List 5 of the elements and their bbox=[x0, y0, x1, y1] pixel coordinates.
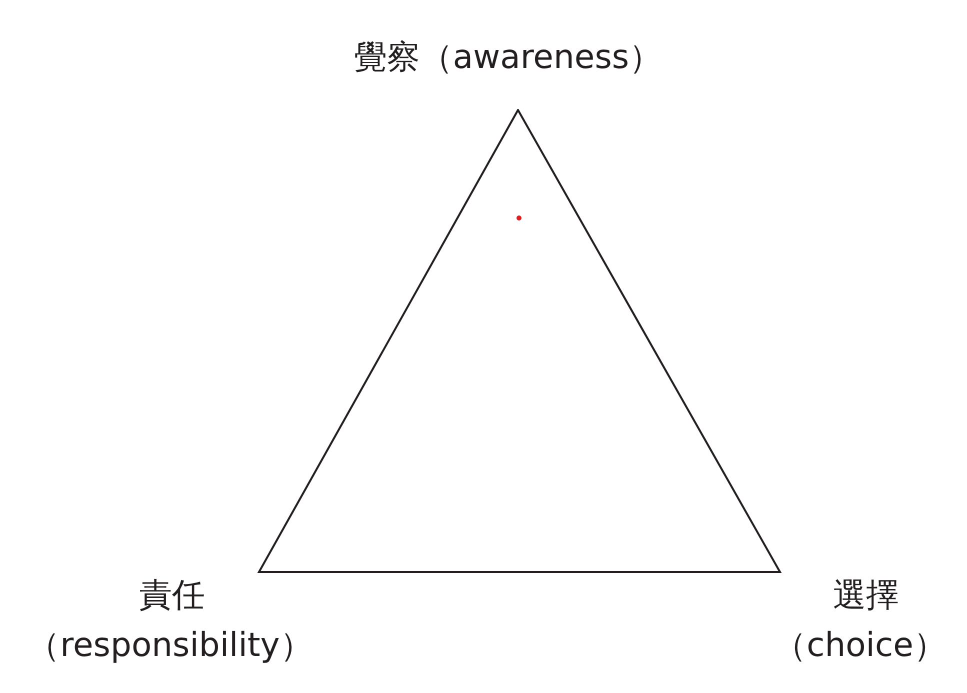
vertex-label: 責任 bbox=[139, 575, 205, 615]
vertex-label: 覺察（awareness） bbox=[354, 37, 662, 77]
vertex-label: （choice） bbox=[774, 625, 946, 665]
vertex-label: 選擇 bbox=[833, 575, 899, 615]
vertex-label: （responsibility） bbox=[27, 625, 313, 665]
